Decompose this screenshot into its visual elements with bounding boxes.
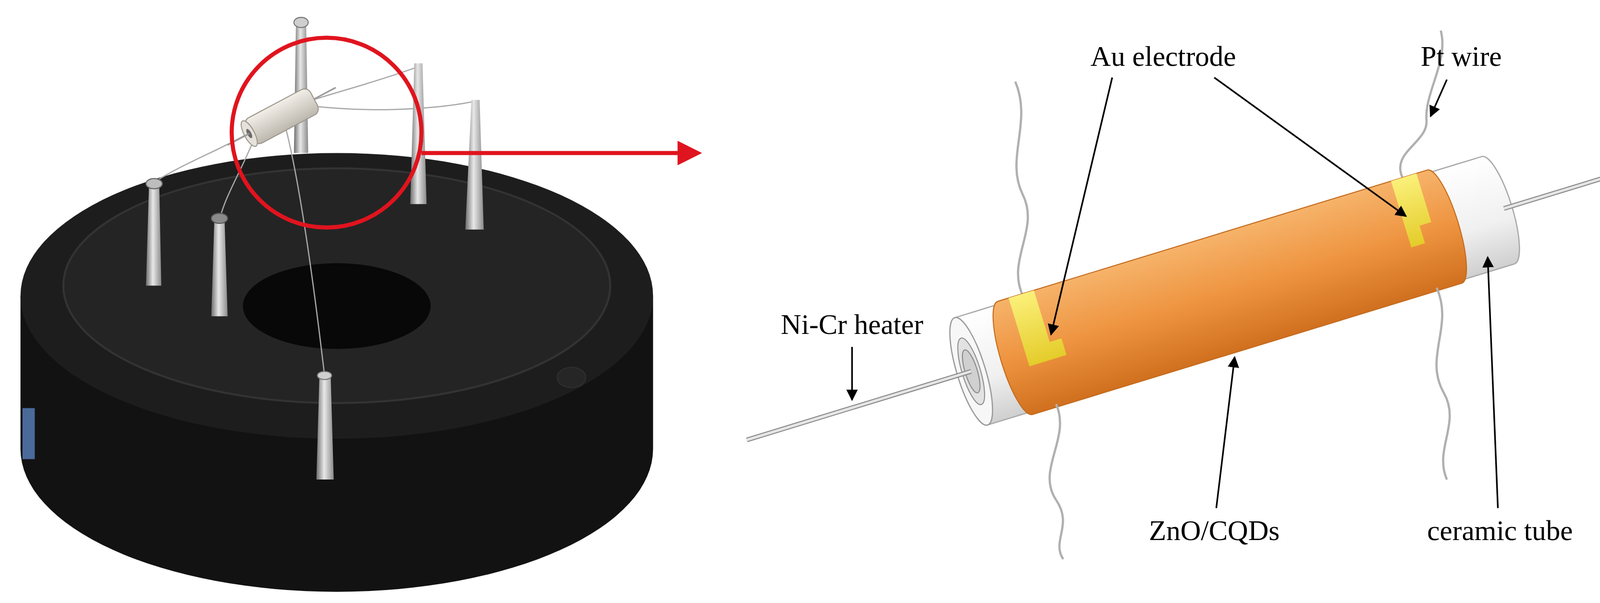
part-label: ceramic tube [1427,515,1573,547]
part-label: ZnO/CQDs [1148,515,1280,547]
sensor-photo [20,17,703,592]
sensor-schematic [729,30,1600,560]
part-label: Ni-Cr heater [780,308,924,341]
part-label: Au electrode [1090,40,1237,72]
part-label: Pt wire [1420,40,1502,72]
